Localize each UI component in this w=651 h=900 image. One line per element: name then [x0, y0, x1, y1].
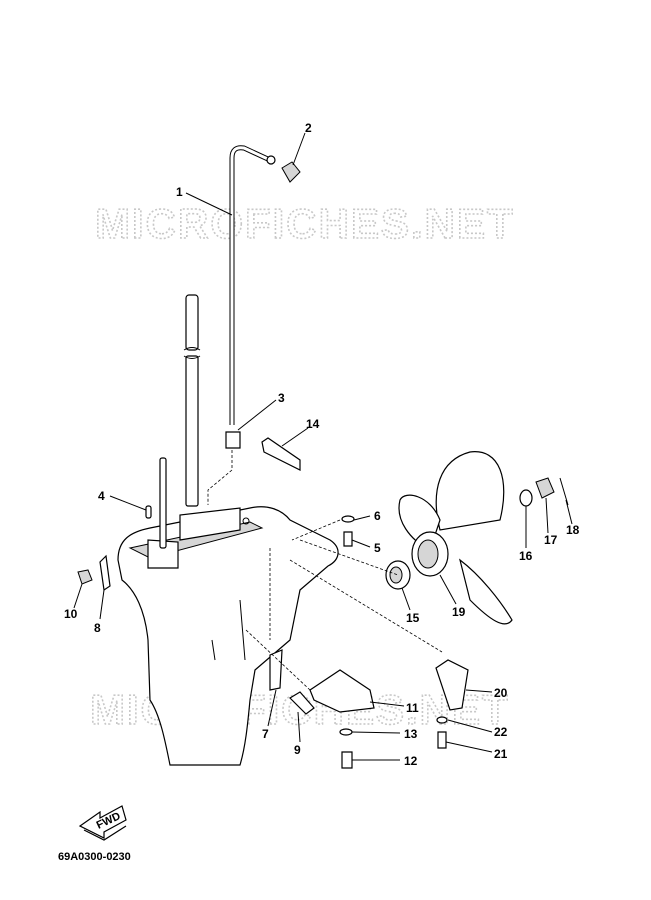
callout-3: 3 — [278, 391, 285, 405]
callout-6: 6 — [374, 509, 381, 523]
thrust-washer — [385, 560, 411, 590]
propeller — [398, 451, 513, 625]
callout-8: 8 — [94, 621, 101, 635]
bracket — [269, 649, 283, 691]
callout-9: 9 — [294, 743, 301, 757]
callout-20: 20 — [494, 686, 508, 700]
callout-15: 15 — [406, 611, 420, 625]
callout-16: 16 — [519, 549, 533, 563]
dowel-pin — [145, 505, 152, 519]
washer-13 — [339, 728, 353, 736]
callout-5: 5 — [374, 541, 381, 555]
callout-2: 2 — [305, 121, 312, 135]
bolt-9 — [289, 691, 315, 715]
prop-nut — [535, 477, 555, 499]
shift-rod — [159, 457, 167, 549]
bolt — [343, 531, 353, 547]
prop-washer — [519, 489, 533, 507]
bolt-12 — [341, 751, 353, 769]
callout-18: 18 — [566, 523, 580, 537]
callout-1: 1 — [176, 185, 183, 199]
leader-lines — [73, 132, 573, 761]
callout-13: 13 — [404, 727, 418, 741]
callout-21: 21 — [494, 747, 508, 761]
clip — [99, 554, 111, 592]
nut — [77, 569, 93, 585]
callout-19: 19 — [452, 605, 466, 619]
callout-22: 22 — [494, 725, 508, 739]
callout-14: 14 — [306, 417, 320, 431]
water-tube-seal — [225, 431, 241, 449]
trim-tab — [309, 669, 375, 713]
callout-7: 7 — [262, 727, 269, 741]
washer-22 — [436, 716, 448, 724]
callout-17: 17 — [544, 533, 558, 547]
bolt-21 — [437, 731, 447, 749]
washer — [341, 515, 355, 523]
callout-10: 10 — [64, 607, 78, 621]
fwd-arrow-icon: FWD — [78, 805, 127, 841]
callout-4: 4 — [98, 489, 105, 503]
diagram-code: 69A0300-0230 — [58, 851, 131, 863]
callout-11: 11 — [406, 701, 419, 715]
callout-12: 12 — [404, 754, 418, 768]
grommet — [281, 161, 301, 183]
cotter-pin — [559, 477, 569, 506]
anode — [435, 659, 469, 711]
water-pipe — [229, 145, 272, 425]
driveshaft — [183, 294, 201, 507]
lower-casing — [117, 506, 339, 766]
watermark-top: MICROFICHES.NET — [95, 200, 515, 247]
plate — [261, 437, 301, 471]
